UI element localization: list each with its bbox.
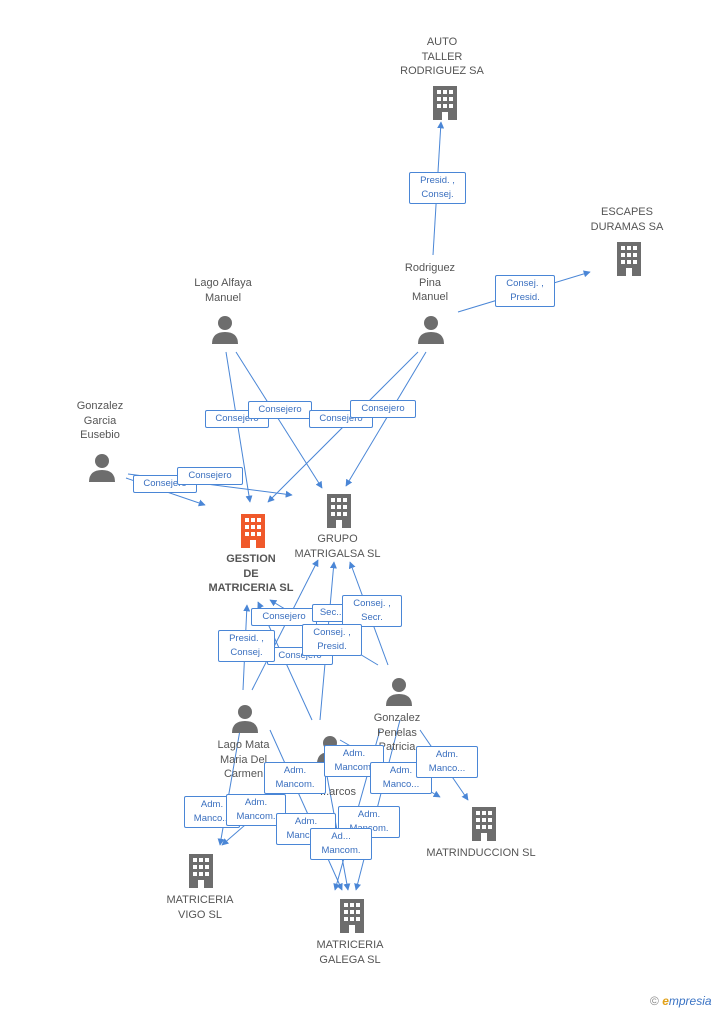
person-node-rodriguez[interactable]: Rodriguez Pina Manuel <box>380 261 480 305</box>
person-node-marcos[interactable]: ...arcos <box>308 785 368 800</box>
person-node-lago-alfaya[interactable]: Lago Alfaya Manuel <box>173 276 273 305</box>
person-icon <box>386 678 412 706</box>
company-node-gestion[interactable]: GESTION DE MATRICERIA SL <box>196 552 306 596</box>
relation-label[interactable]: Consej. , Presid. <box>495 275 555 307</box>
building-icon <box>340 899 364 933</box>
person-node-lago-mata[interactable]: Lago Mata Maria Del Carmen <box>196 738 291 782</box>
relation-label[interactable]: Presid. , Consej. <box>409 172 466 204</box>
copyright-icon: © <box>650 994 659 1008</box>
node-label: MATRICERIA VIGO SL <box>166 894 234 921</box>
person-icon <box>418 316 444 344</box>
node-label: Gonzalez Garcia Eusebio <box>76 400 124 441</box>
person-node-gonzalez-penelas[interactable]: Gonzalez Penelas Patricia <box>356 711 438 755</box>
relation-label[interactable]: Consejero <box>248 401 312 419</box>
node-label: ...arcos <box>319 786 357 798</box>
empresia-brand: © empresia <box>650 994 712 1008</box>
building-icon <box>617 242 641 276</box>
relation-label[interactable]: Adm. Mancom. <box>264 762 326 794</box>
relation-label[interactable]: Adm. Manco... <box>416 746 478 778</box>
relation-label[interactable]: Consejero <box>350 400 416 418</box>
relation-label[interactable]: Consej. , Secr. <box>342 595 402 627</box>
person-icon <box>232 705 258 733</box>
person-icon <box>212 316 238 344</box>
node-label: GESTION DE MATRICERIA SL <box>208 553 294 594</box>
person-node-gonzalez-garcia[interactable]: Gonzalez Garcia Eusebio <box>50 399 150 443</box>
node-label: Lago Alfaya Manuel <box>194 277 252 304</box>
company-node-auto-taller[interactable]: AUTO TALLER RODRIGUEZ SA <box>392 35 492 79</box>
building-icon <box>189 854 213 888</box>
node-label: MATRINDUCCION SL <box>426 847 536 859</box>
company-node-matrinduccion[interactable]: MATRINDUCCION SL <box>421 846 541 861</box>
company-node-galega[interactable]: MATRICERIA GALEGA SL <box>300 938 400 967</box>
company-node-escapes[interactable]: ESCAPES DURAMAS SA <box>577 205 677 234</box>
node-label: MATRICERIA GALEGA SL <box>316 939 384 966</box>
node-label: ESCAPES DURAMAS SA <box>590 206 664 233</box>
node-label: GRUPO MATRIGALSA SL <box>294 533 381 560</box>
relation-label[interactable]: Presid. , Consej. <box>218 630 275 662</box>
node-label: Rodriguez Pina Manuel <box>404 262 456 303</box>
node-label: AUTO TALLER RODRIGUEZ SA <box>400 36 484 77</box>
node-label: Gonzalez Penelas Patricia <box>373 712 421 753</box>
person-icon <box>89 454 115 482</box>
company-node-grupo[interactable]: GRUPO MATRIGALSA SL <box>285 532 390 561</box>
building-icon-main <box>241 514 265 548</box>
company-node-vigo[interactable]: MATRICERIA VIGO SL <box>150 893 250 922</box>
building-icon <box>472 807 496 841</box>
relation-label[interactable]: Consej. , Presid. <box>302 624 362 656</box>
building-icon <box>327 494 351 528</box>
relation-label[interactable]: Ad... Mancom. <box>310 828 372 860</box>
building-icon <box>433 86 457 120</box>
brand-name: mpresia <box>668 994 712 1008</box>
node-label: Lago Mata Maria Del Carmen <box>217 739 270 780</box>
relation-label[interactable]: Consejero <box>177 467 243 485</box>
brand-letter: e <box>662 994 669 1008</box>
